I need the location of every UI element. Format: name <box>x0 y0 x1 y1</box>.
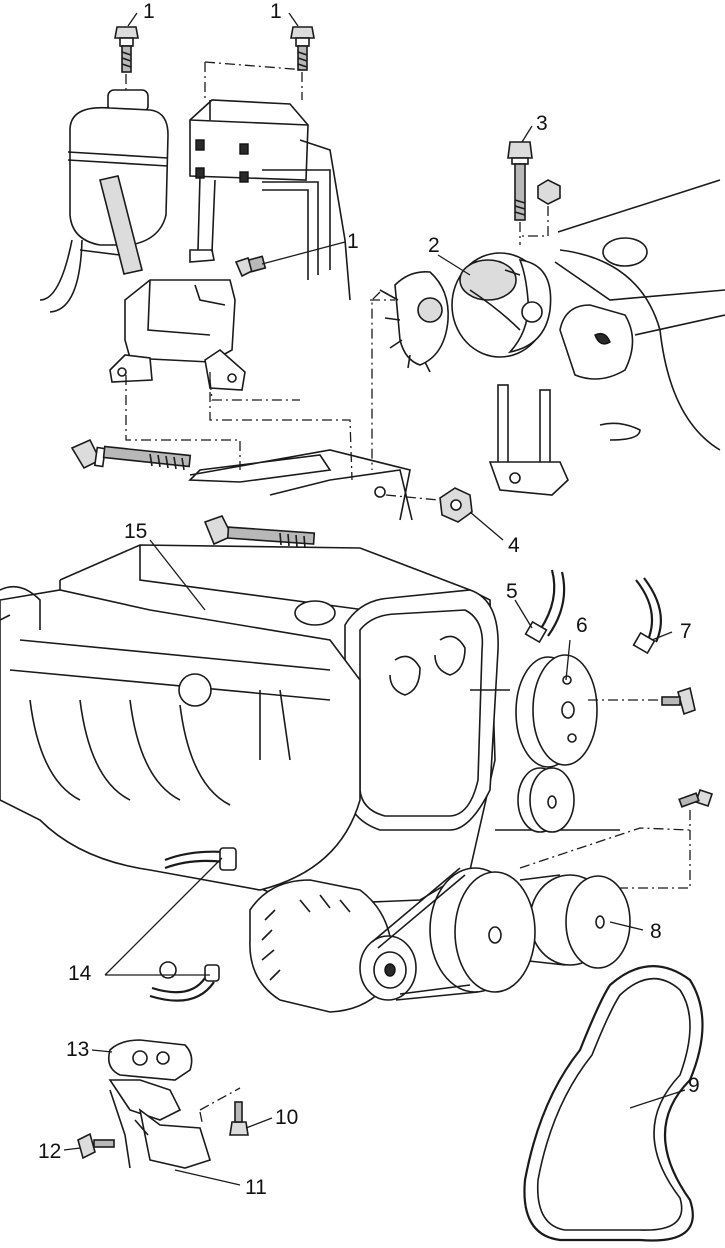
callout-13: 13 <box>66 1038 89 1061</box>
hose-14-lower <box>149 961 220 1002</box>
callout-labels: 1 1 1 2 3 4 5 6 7 8 9 10 11 12 13 14 15 <box>38 0 700 1199</box>
callout-8: 8 <box>650 920 662 943</box>
callout-1-top-center: 1 <box>270 0 282 23</box>
bracket-11 <box>109 1087 241 1169</box>
hose-5 <box>524 569 566 644</box>
callout-4: 4 <box>508 534 520 557</box>
callout-1-mid: 1 <box>347 230 359 253</box>
mount-bracket-left <box>379 270 449 373</box>
engine-mount <box>451 252 552 358</box>
alternator <box>249 879 417 1013</box>
pulley-6 <box>515 654 598 768</box>
stud-bracket <box>488 384 569 496</box>
intake-manifold <box>0 585 361 891</box>
drive-belt-routing <box>371 867 479 1001</box>
mount-hole <box>374 486 386 498</box>
nut-4 <box>439 487 473 523</box>
bolt-3 <box>507 141 533 221</box>
small-bolt-1 <box>234 255 267 278</box>
bolt-12 <box>77 1132 115 1160</box>
bolt-10 <box>229 1101 249 1136</box>
callout-3: 3 <box>536 112 548 135</box>
pulley-small <box>517 767 575 833</box>
support-bracket-13 <box>107 1039 193 1121</box>
bolt-top-left <box>114 26 139 73</box>
relay-box <box>189 99 351 301</box>
callout-10: 10 <box>275 1106 298 1129</box>
hose-7 <box>632 577 662 655</box>
fluid-reservoir <box>39 89 169 313</box>
cylinder-head-cover-outline <box>554 179 725 451</box>
bolt-pulley-6 <box>661 686 696 716</box>
callout-14: 14 <box>68 962 92 985</box>
drive-belt-9 <box>523 965 704 1242</box>
long-bolt-engine <box>203 515 316 549</box>
leader-lines <box>63 12 686 1186</box>
callout-6: 6 <box>576 614 588 637</box>
callout-7: 7 <box>680 620 692 643</box>
callout-12: 12 <box>38 1140 61 1163</box>
bolt-top-center <box>290 26 315 71</box>
callout-11: 11 <box>245 1176 267 1199</box>
callout-9: 9 <box>688 1074 700 1097</box>
crank-pulley <box>429 867 536 993</box>
callout-5: 5 <box>506 580 518 603</box>
long-bolt-left <box>70 438 192 471</box>
callout-15: 15 <box>124 520 147 543</box>
nut-top-right <box>537 179 561 205</box>
mount-bracket-right <box>559 304 634 380</box>
pulley-8 <box>519 874 631 969</box>
callout-1-top-left: 1 <box>143 0 155 23</box>
bolt-pulley-8 <box>678 788 714 808</box>
mounting-bracket <box>109 279 246 391</box>
callout-2: 2 <box>428 234 440 257</box>
